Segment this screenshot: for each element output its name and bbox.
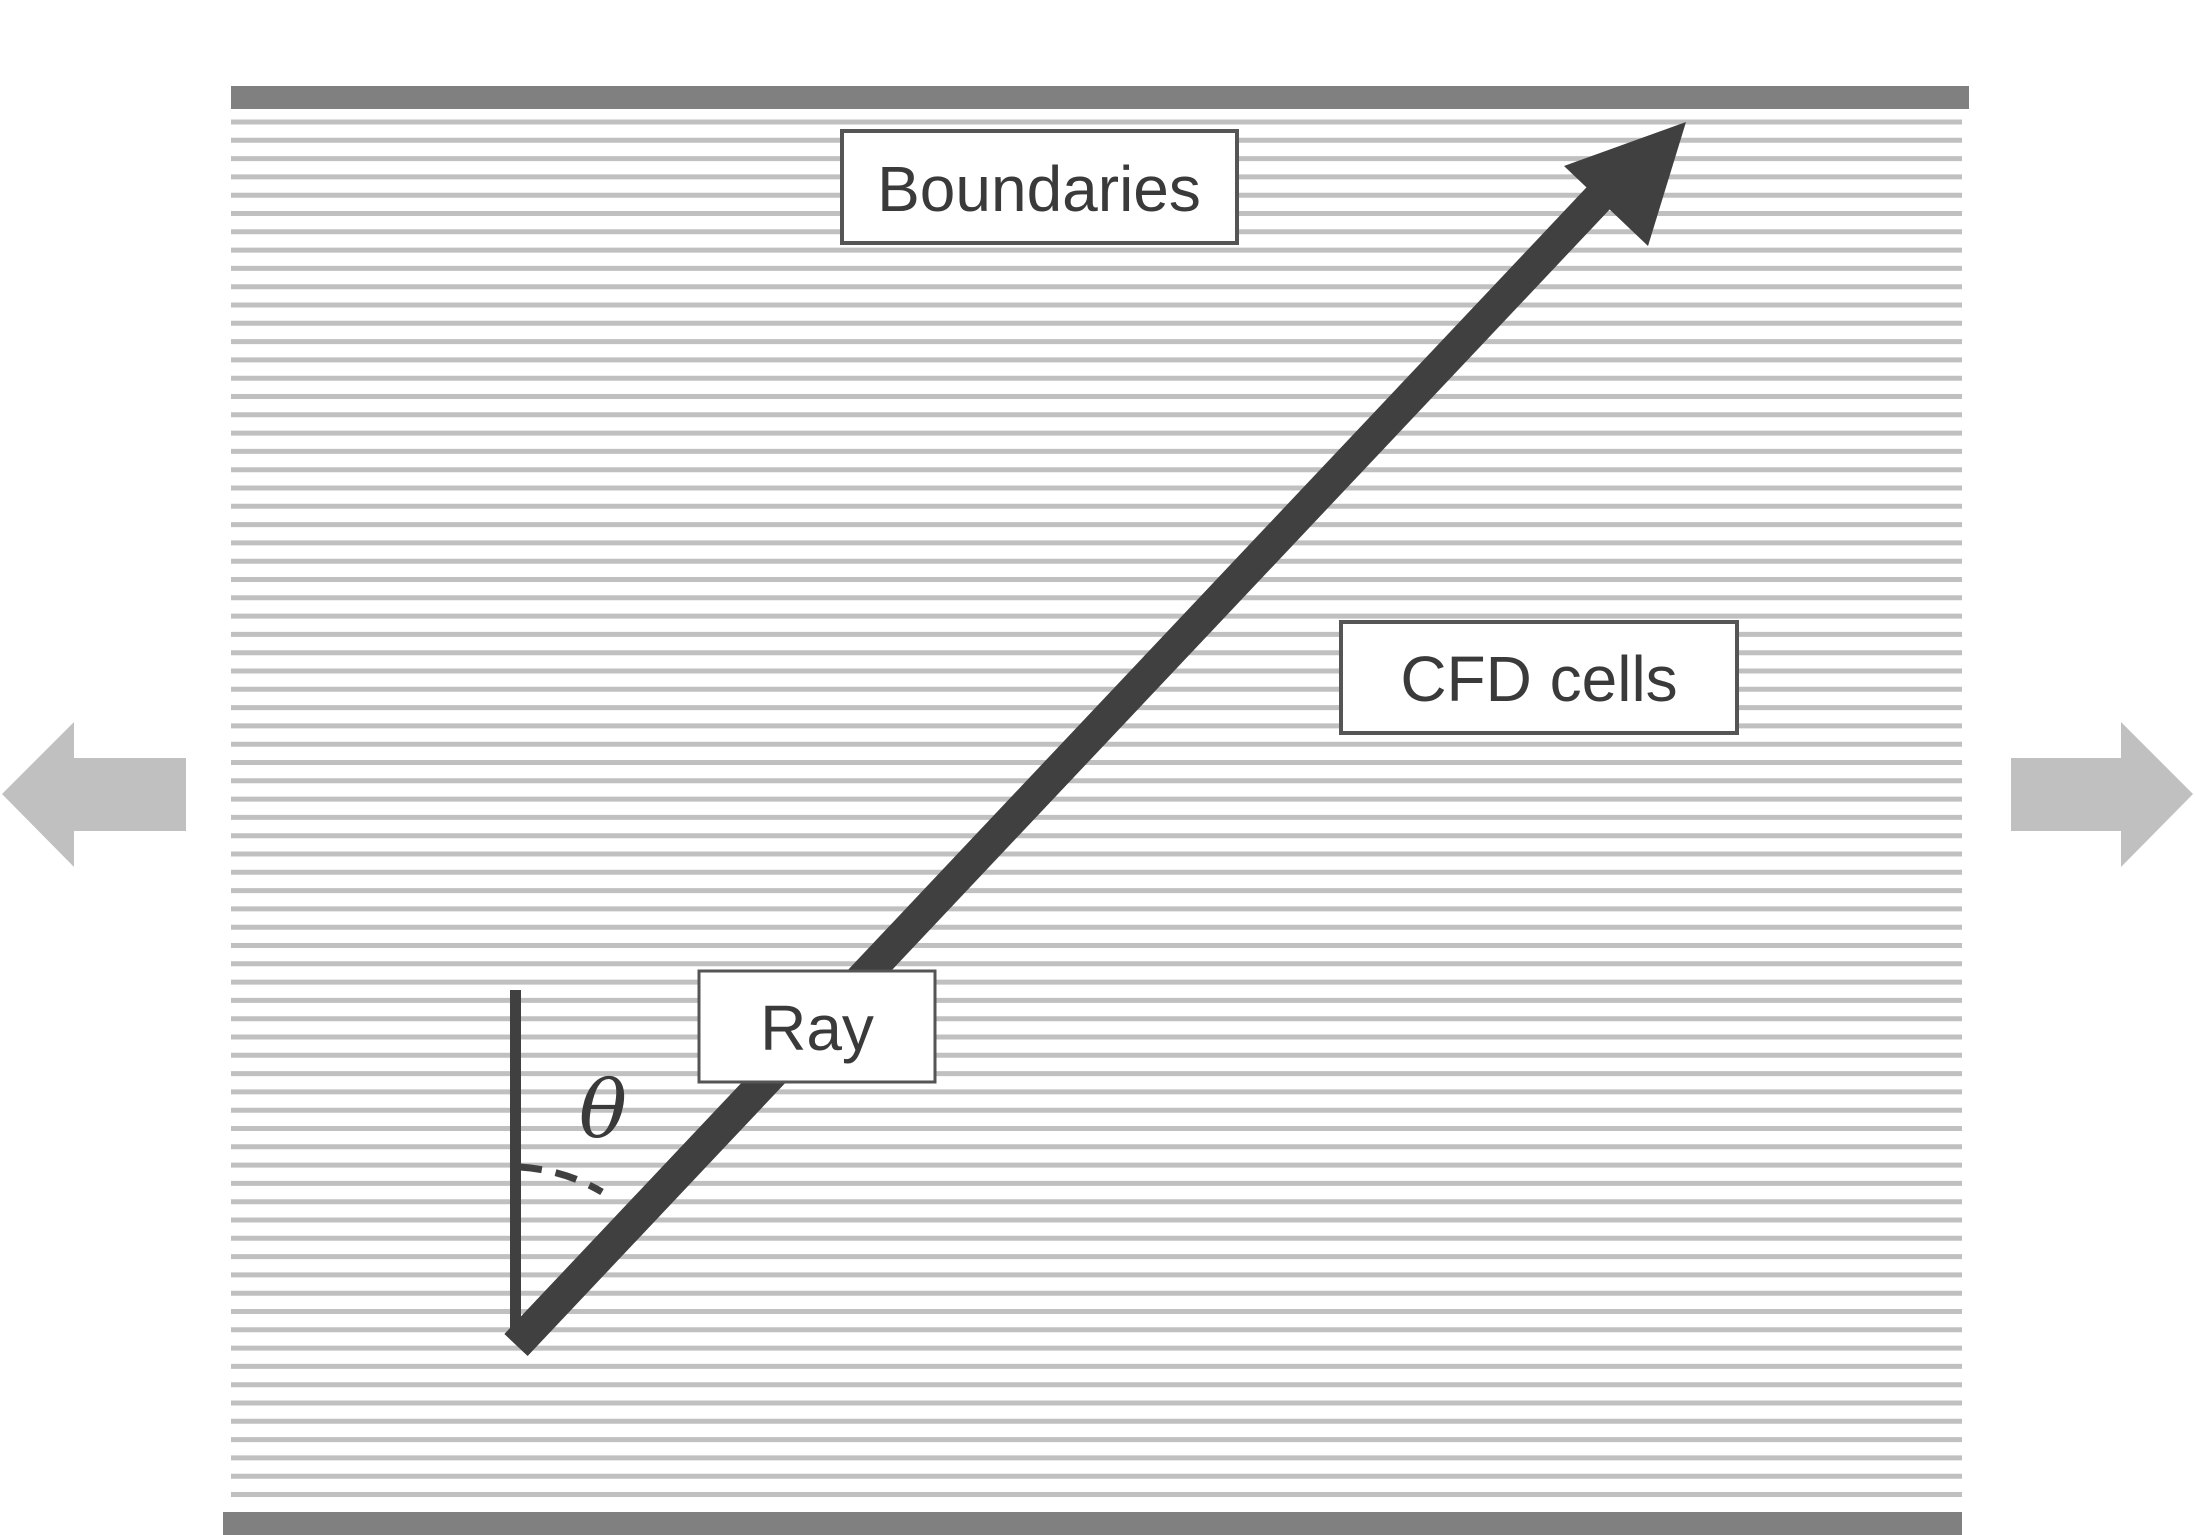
boundaries-label-box: [840, 129, 1239, 245]
cfd-cells-label-box: [1339, 620, 1739, 735]
boundaries-label: Boundaries: [840, 129, 1239, 245]
angle-arc: [519, 1163, 604, 1196]
cfd-cells-label-text: CFD cells: [1400, 643, 1677, 715]
top-boundary: [231, 86, 1969, 109]
ray-arrow-shaft: [504, 179, 1618, 1356]
theta-label: θ: [579, 1063, 627, 1156]
ray-label: Ray: [697, 969, 937, 1084]
bottom-boundary: [223, 1512, 1962, 1535]
arrow-right-icon: [2011, 722, 2193, 867]
ray-arrow-head: [1564, 122, 1686, 246]
ray-label-box: [697, 969, 937, 1084]
vertical-reference-line: [510, 990, 521, 1328]
arrow-left-icon: [2, 722, 186, 867]
cfd-cell-lines: [231, 119, 1962, 1497]
ray-label-text: Ray: [760, 992, 874, 1064]
boundaries-label-text: Boundaries: [877, 153, 1201, 225]
cfd-cells-label: CFD cells: [1339, 620, 1739, 735]
